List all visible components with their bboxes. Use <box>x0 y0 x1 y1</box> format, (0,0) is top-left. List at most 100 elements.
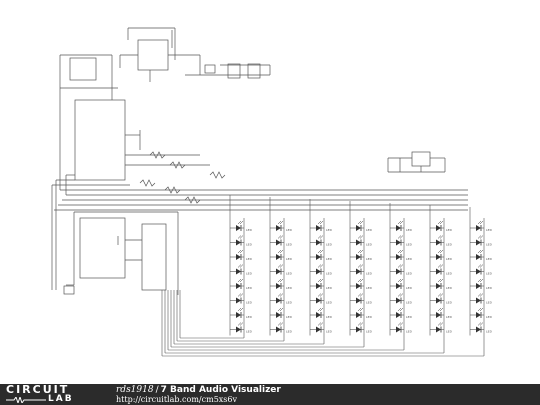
led-diode: LED <box>390 293 413 305</box>
led-label: LED <box>246 286 253 290</box>
led-label: LED <box>326 315 333 319</box>
led-diode: LED <box>230 235 253 247</box>
led-label: LED <box>286 330 293 334</box>
led-label: LED <box>246 257 253 261</box>
led-label: LED <box>366 257 373 261</box>
led-label: LED <box>446 315 453 319</box>
led-label: LED <box>246 315 253 319</box>
led-diode: LED <box>390 322 413 334</box>
led-label: LED <box>366 286 373 290</box>
led-label: LED <box>326 228 333 232</box>
led-label: LED <box>286 257 293 261</box>
led-matrix: LEDLEDLEDLEDLEDLEDLEDLEDLEDLEDLEDLEDLEDL… <box>229 195 493 336</box>
led-diode: LED <box>470 307 493 319</box>
led-diode: LED <box>270 322 293 334</box>
led-diode: LED <box>270 278 293 290</box>
opamp-ic <box>137 39 169 71</box>
circuitlab-logo[interactable]: CIRCUIT LAB <box>2 384 94 405</box>
mcu-ic <box>74 99 126 181</box>
led-label: LED <box>446 330 453 334</box>
led-diode: LED <box>310 278 333 290</box>
led-diode: LED <box>470 278 493 290</box>
led-diode: LED <box>350 235 373 247</box>
led-label: LED <box>406 228 413 232</box>
led-label: LED <box>246 243 253 247</box>
driver-ic-left <box>79 217 126 279</box>
led-label: LED <box>406 243 413 247</box>
led-diode: LED <box>470 220 493 232</box>
led-diode: LED <box>470 235 493 247</box>
led-diode: LED <box>310 322 333 334</box>
led-label: LED <box>326 286 333 290</box>
led-diode: LED <box>350 307 373 319</box>
schematic-diagram: LEDLEDLEDLEDLEDLEDLEDLEDLEDLEDLEDLEDLEDL… <box>51 27 493 357</box>
led-label: LED <box>246 272 253 276</box>
led-diode: LED <box>230 307 253 319</box>
logo-wave-icon <box>6 397 46 403</box>
led-diode: LED <box>270 220 293 232</box>
led-diode: LED <box>310 264 333 276</box>
led-diode: LED <box>390 307 413 319</box>
led-diode: LED <box>470 264 493 276</box>
led-diode: LED <box>430 220 453 232</box>
circuit-url[interactable]: http://circuitlab.com/cm5xs6v <box>116 395 238 404</box>
led-column: LED LED LED LED LED LED LED LED <box>389 203 413 336</box>
led-label: LED <box>246 330 253 334</box>
led-label: LED <box>486 228 493 232</box>
led-label: LED <box>486 301 493 305</box>
led-label: LED <box>246 301 253 305</box>
led-label: LED <box>406 315 413 319</box>
led-diode: LED <box>390 249 413 261</box>
title-separator: / <box>155 385 159 395</box>
led-diode: LED <box>310 220 333 232</box>
led-label: LED <box>286 301 293 305</box>
led-label: LED <box>486 315 493 319</box>
led-diode: LED <box>230 322 253 334</box>
led-diode: LED <box>390 264 413 276</box>
footer-bar: CIRCUIT LAB rds1918/7 Band Audio Visuali… <box>0 384 540 405</box>
led-label: LED <box>246 228 253 232</box>
led-diode: LED <box>310 249 333 261</box>
led-label: LED <box>446 257 453 261</box>
led-label: LED <box>286 315 293 319</box>
led-diode: LED <box>230 249 253 261</box>
led-diode: LED <box>470 322 493 334</box>
led-diode: LED <box>350 249 373 261</box>
author-link[interactable]: rds1918 <box>116 385 154 395</box>
led-diode: LED <box>350 293 373 305</box>
led-label: LED <box>406 257 413 261</box>
led-label: LED <box>366 301 373 305</box>
return-wires <box>161 290 485 357</box>
led-diode: LED <box>350 322 373 334</box>
led-diode: LED <box>310 235 333 247</box>
led-label: LED <box>406 301 413 305</box>
led-label: LED <box>406 330 413 334</box>
led-label: LED <box>366 315 373 319</box>
led-label: LED <box>326 272 333 276</box>
led-diode: LED <box>350 278 373 290</box>
upper-circuit <box>51 27 468 295</box>
led-label: LED <box>446 228 453 232</box>
led-diode: LED <box>350 220 373 232</box>
led-label: LED <box>446 301 453 305</box>
led-diode: LED <box>350 264 373 276</box>
led-label: LED <box>286 243 293 247</box>
circuit-title: 7 Band Audio Visualizer <box>160 385 281 395</box>
led-diode: LED <box>470 293 493 305</box>
led-label: LED <box>406 286 413 290</box>
led-label: LED <box>486 330 493 334</box>
led-diode: LED <box>270 307 293 319</box>
regulator-ic <box>411 151 431 167</box>
led-label: LED <box>406 272 413 276</box>
led-diode: LED <box>390 235 413 247</box>
led-diode: LED <box>430 293 453 305</box>
led-diode: LED <box>430 235 453 247</box>
led-label: LED <box>326 330 333 334</box>
led-diode: LED <box>270 235 293 247</box>
led-label: LED <box>486 286 493 290</box>
led-column: LED LED LED LED LED LED LED LED <box>349 201 373 336</box>
led-diode: LED <box>270 249 293 261</box>
